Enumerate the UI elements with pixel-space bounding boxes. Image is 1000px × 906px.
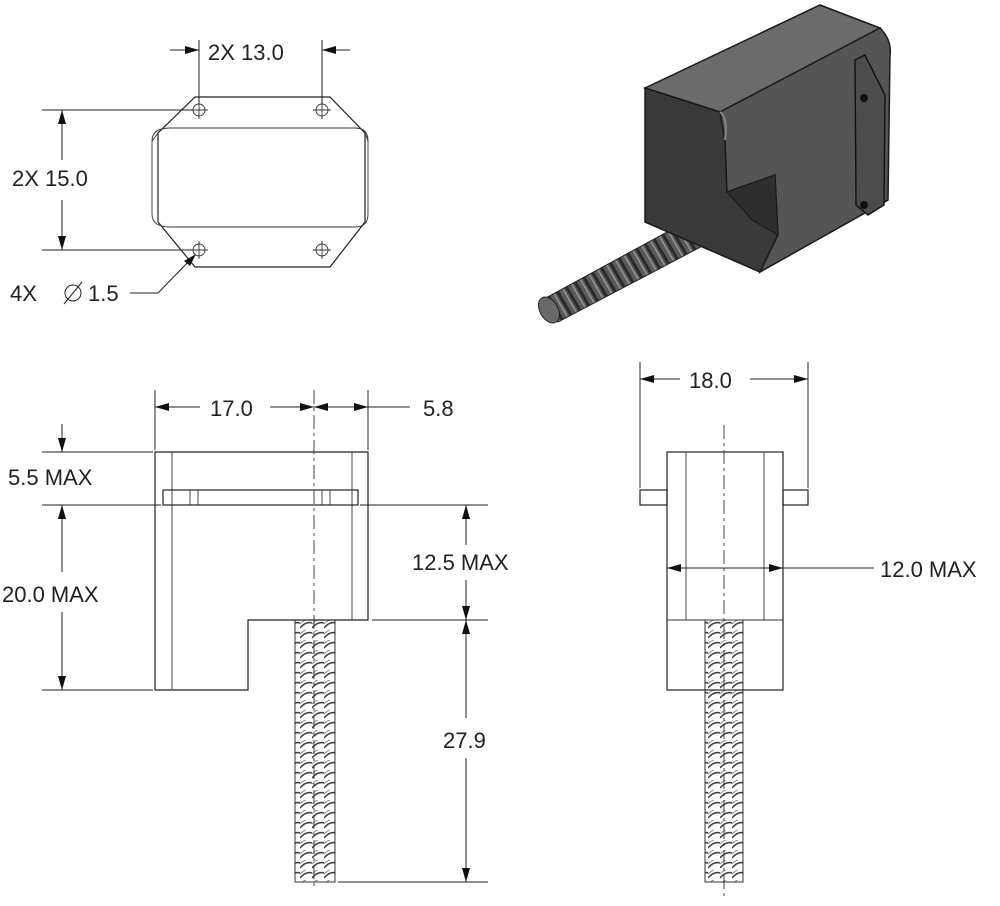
hole-spacing-y-label: 2X 15.0 (12, 166, 88, 191)
upper-height-dimension: 12.5 MAX (360, 504, 509, 621)
mounting-plate-outline (157, 96, 366, 268)
side-width-dimension: 17.0 (154, 390, 369, 450)
mounting-holes (190, 101, 331, 259)
diameter-icon (63, 281, 83, 305)
body-notch (726, 174, 779, 236)
hole-count-label: 4X (10, 281, 37, 306)
side-offset-dimension: 5.8 (314, 396, 454, 421)
hole-spacing-x-dimension: 2X 13.0 (170, 40, 350, 104)
screw-length-label: 27.9 (443, 728, 486, 753)
cap-height-label: 5.5 MAX (8, 465, 93, 490)
body-outline (151, 127, 369, 228)
hole-callout: 4X 1.5 (10, 254, 196, 306)
front-width-label: 18.0 (689, 368, 732, 393)
side-width-label: 17.0 (210, 396, 253, 421)
front-tab-left (639, 489, 668, 506)
body-height-dimension: 20.0 MAX (2, 505, 153, 691)
hole-diameter-label: 1.5 (88, 281, 119, 306)
front-view: 18.0 12.0 MAX (639, 362, 977, 900)
body-height-label: 20.0 MAX (2, 582, 99, 607)
front-body-width-dimension: 12.0 MAX (667, 557, 977, 582)
side-view: 17.0 5.8 5.5 MAX 20.0 MAX (2, 390, 509, 890)
hole-spacing-y-dimension: 2X 15.0 (12, 109, 192, 251)
screw-end-iso (538, 296, 560, 324)
isometric-view (538, 4, 892, 324)
screw-length-dimension: 27.9 (338, 620, 488, 883)
hole-spacing-x-label: 2X 13.0 (208, 40, 284, 65)
cap-height-dimension: 5.5 MAX (8, 424, 161, 506)
front-tab-right (782, 489, 809, 506)
side-body-outline (154, 451, 369, 691)
side-flange (162, 489, 359, 506)
front-body-width-label: 12.0 MAX (880, 557, 977, 582)
top-view: 2X 13.0 2X 15.0 4X 1.5 (10, 40, 369, 306)
upper-height-label: 12.5 MAX (412, 550, 509, 575)
front-width-dimension: 18.0 (639, 362, 809, 488)
side-offset-label: 5.8 (423, 396, 454, 421)
front-body-outline (666, 451, 784, 691)
lead-screw-side (294, 619, 336, 883)
